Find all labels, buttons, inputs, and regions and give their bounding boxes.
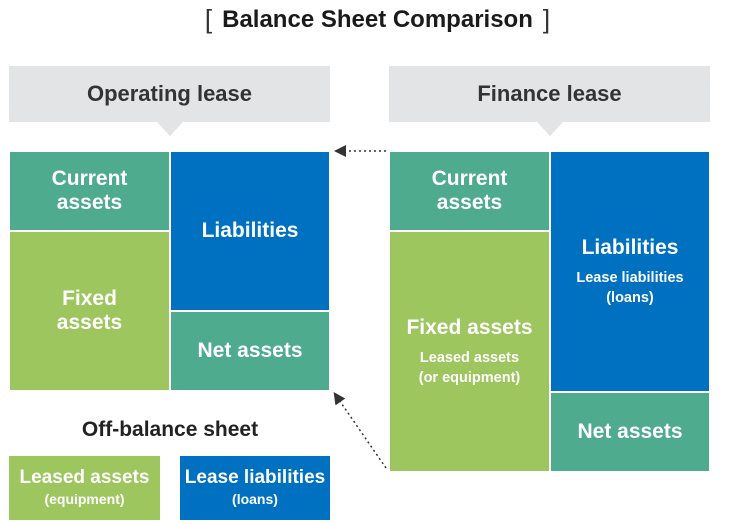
- title-bracket-right: ]: [542, 4, 551, 34]
- operating-lease-header-pointer: [157, 122, 183, 136]
- fin-fixed-assets-sub: Leased assets (or equipment): [419, 348, 521, 388]
- fin-liabilities-label: Liabilities: [581, 235, 679, 259]
- fin-net-assets: Net assets: [550, 392, 710, 472]
- fin-fixed-assets-sub-line1: Leased assets: [419, 349, 520, 366]
- op-fixed-assets: Fixed assets: [9, 231, 170, 391]
- fin-current-assets-line2: assets: [436, 191, 503, 214]
- finance-lease-header: Finance lease: [389, 66, 710, 122]
- off-balance-leased-assets: Leased assets (equipment): [9, 456, 160, 520]
- op-fixed-assets-line2: assets: [56, 311, 123, 334]
- fin-liabilities: Liabilities Lease liabilities (loans): [550, 151, 710, 392]
- operating-lease-header-label: Operating lease: [86, 81, 253, 106]
- op-current-assets-line1: Current: [51, 167, 128, 190]
- fin-net-assets-label: Net assets: [577, 420, 683, 443]
- title-bracket-left: [: [204, 4, 213, 34]
- fin-liabilities-sub: Lease liabilities (loans): [576, 268, 683, 308]
- op-fixed-assets-line1: Fixed: [62, 287, 117, 310]
- arrow-to-off-balance: [333, 392, 387, 469]
- op-liabilities-label: Liabilities: [201, 219, 299, 242]
- finance-lease-header-pointer: [537, 122, 563, 136]
- op-liabilities: Liabilities: [170, 151, 330, 311]
- off-leased-assets-sub: (equipment): [44, 491, 125, 507]
- off-leased-assets-label: Leased assets: [19, 467, 150, 488]
- fin-fixed-assets-sub-line2: (or equipment): [418, 369, 521, 386]
- op-current-assets: Current assets: [9, 151, 170, 231]
- fin-current-assets: Current assets: [389, 151, 550, 231]
- op-current-assets-line2: assets: [56, 191, 123, 214]
- fin-current-assets-line1: Current: [431, 167, 508, 190]
- fin-liabilities-sub-line1: Lease liabilities: [576, 269, 684, 286]
- off-lease-liabilities-sub: (loans): [232, 491, 278, 507]
- fin-liabilities-sub-line2: (loans): [606, 289, 654, 306]
- off-balance-title: Off-balance sheet: [81, 418, 259, 441]
- finance-lease-header-label: Finance lease: [477, 81, 622, 106]
- off-lease-liabilities-label: Lease liabilities: [184, 467, 326, 488]
- operating-lease-header: Operating lease: [9, 66, 330, 122]
- fin-fixed-assets: Fixed assets Leased assets (or equipment…: [389, 231, 550, 472]
- title-text: Balance Sheet Comparison: [222, 5, 533, 33]
- diagram-title: [ Balance Sheet Comparison ]: [0, 4, 755, 35]
- off-balance-lease-liabilities: Lease liabilities (loans): [180, 456, 330, 520]
- op-net-assets-label: Net assets: [197, 339, 303, 362]
- op-net-assets: Net assets: [170, 311, 330, 391]
- fin-fixed-assets-label: Fixed assets: [406, 315, 533, 339]
